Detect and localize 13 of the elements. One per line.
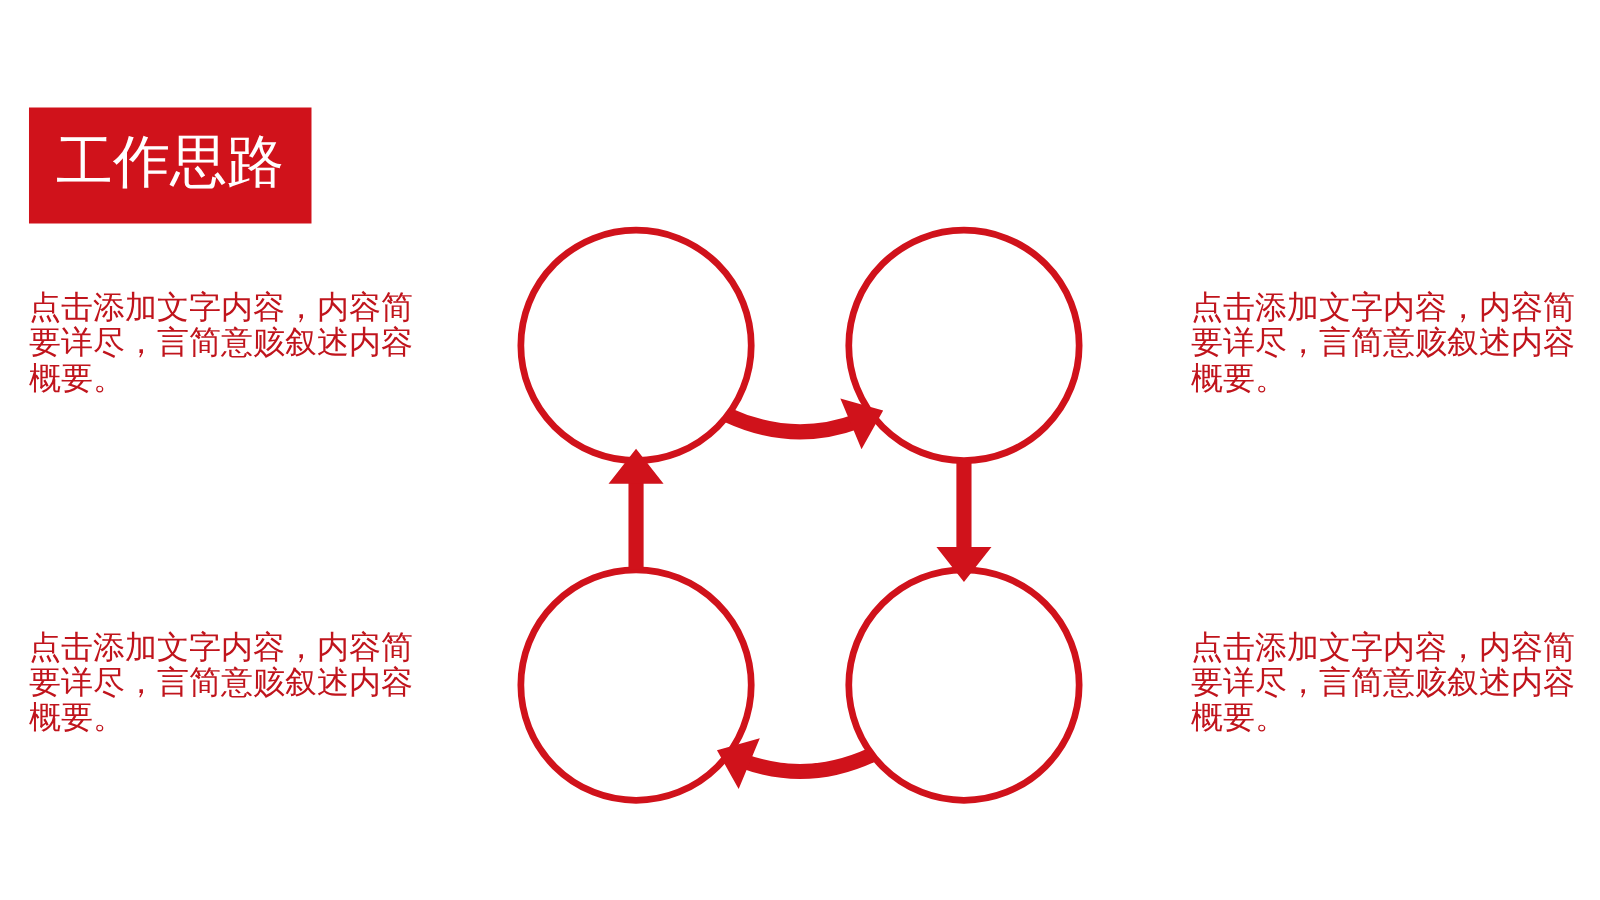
node-circle (845, 566, 1083, 804)
arrow (725, 398, 884, 449)
node-label: 点击添加文字内容，内容简要详尽，言简意赅叙述内容概要。 (28, 627, 413, 736)
arrow (936, 460, 992, 582)
node-circle (517, 566, 755, 804)
node-label: 点击添加文字内容，内容简要详尽，言简意赅叙述内容概要。 (1190, 287, 1575, 397)
arrow (716, 737, 875, 789)
node-circle (845, 226, 1083, 464)
diagram-title: 工作思路 (55, 127, 284, 194)
node-circle (517, 226, 755, 464)
arrow (608, 448, 664, 570)
node-label: 点击添加文字内容，内容简要详尽，言简意赅叙述内容概要。 (28, 287, 413, 397)
node-label: 点击添加文字内容，内容简要详尽，言简意赅叙述内容概要。 (1190, 627, 1575, 736)
